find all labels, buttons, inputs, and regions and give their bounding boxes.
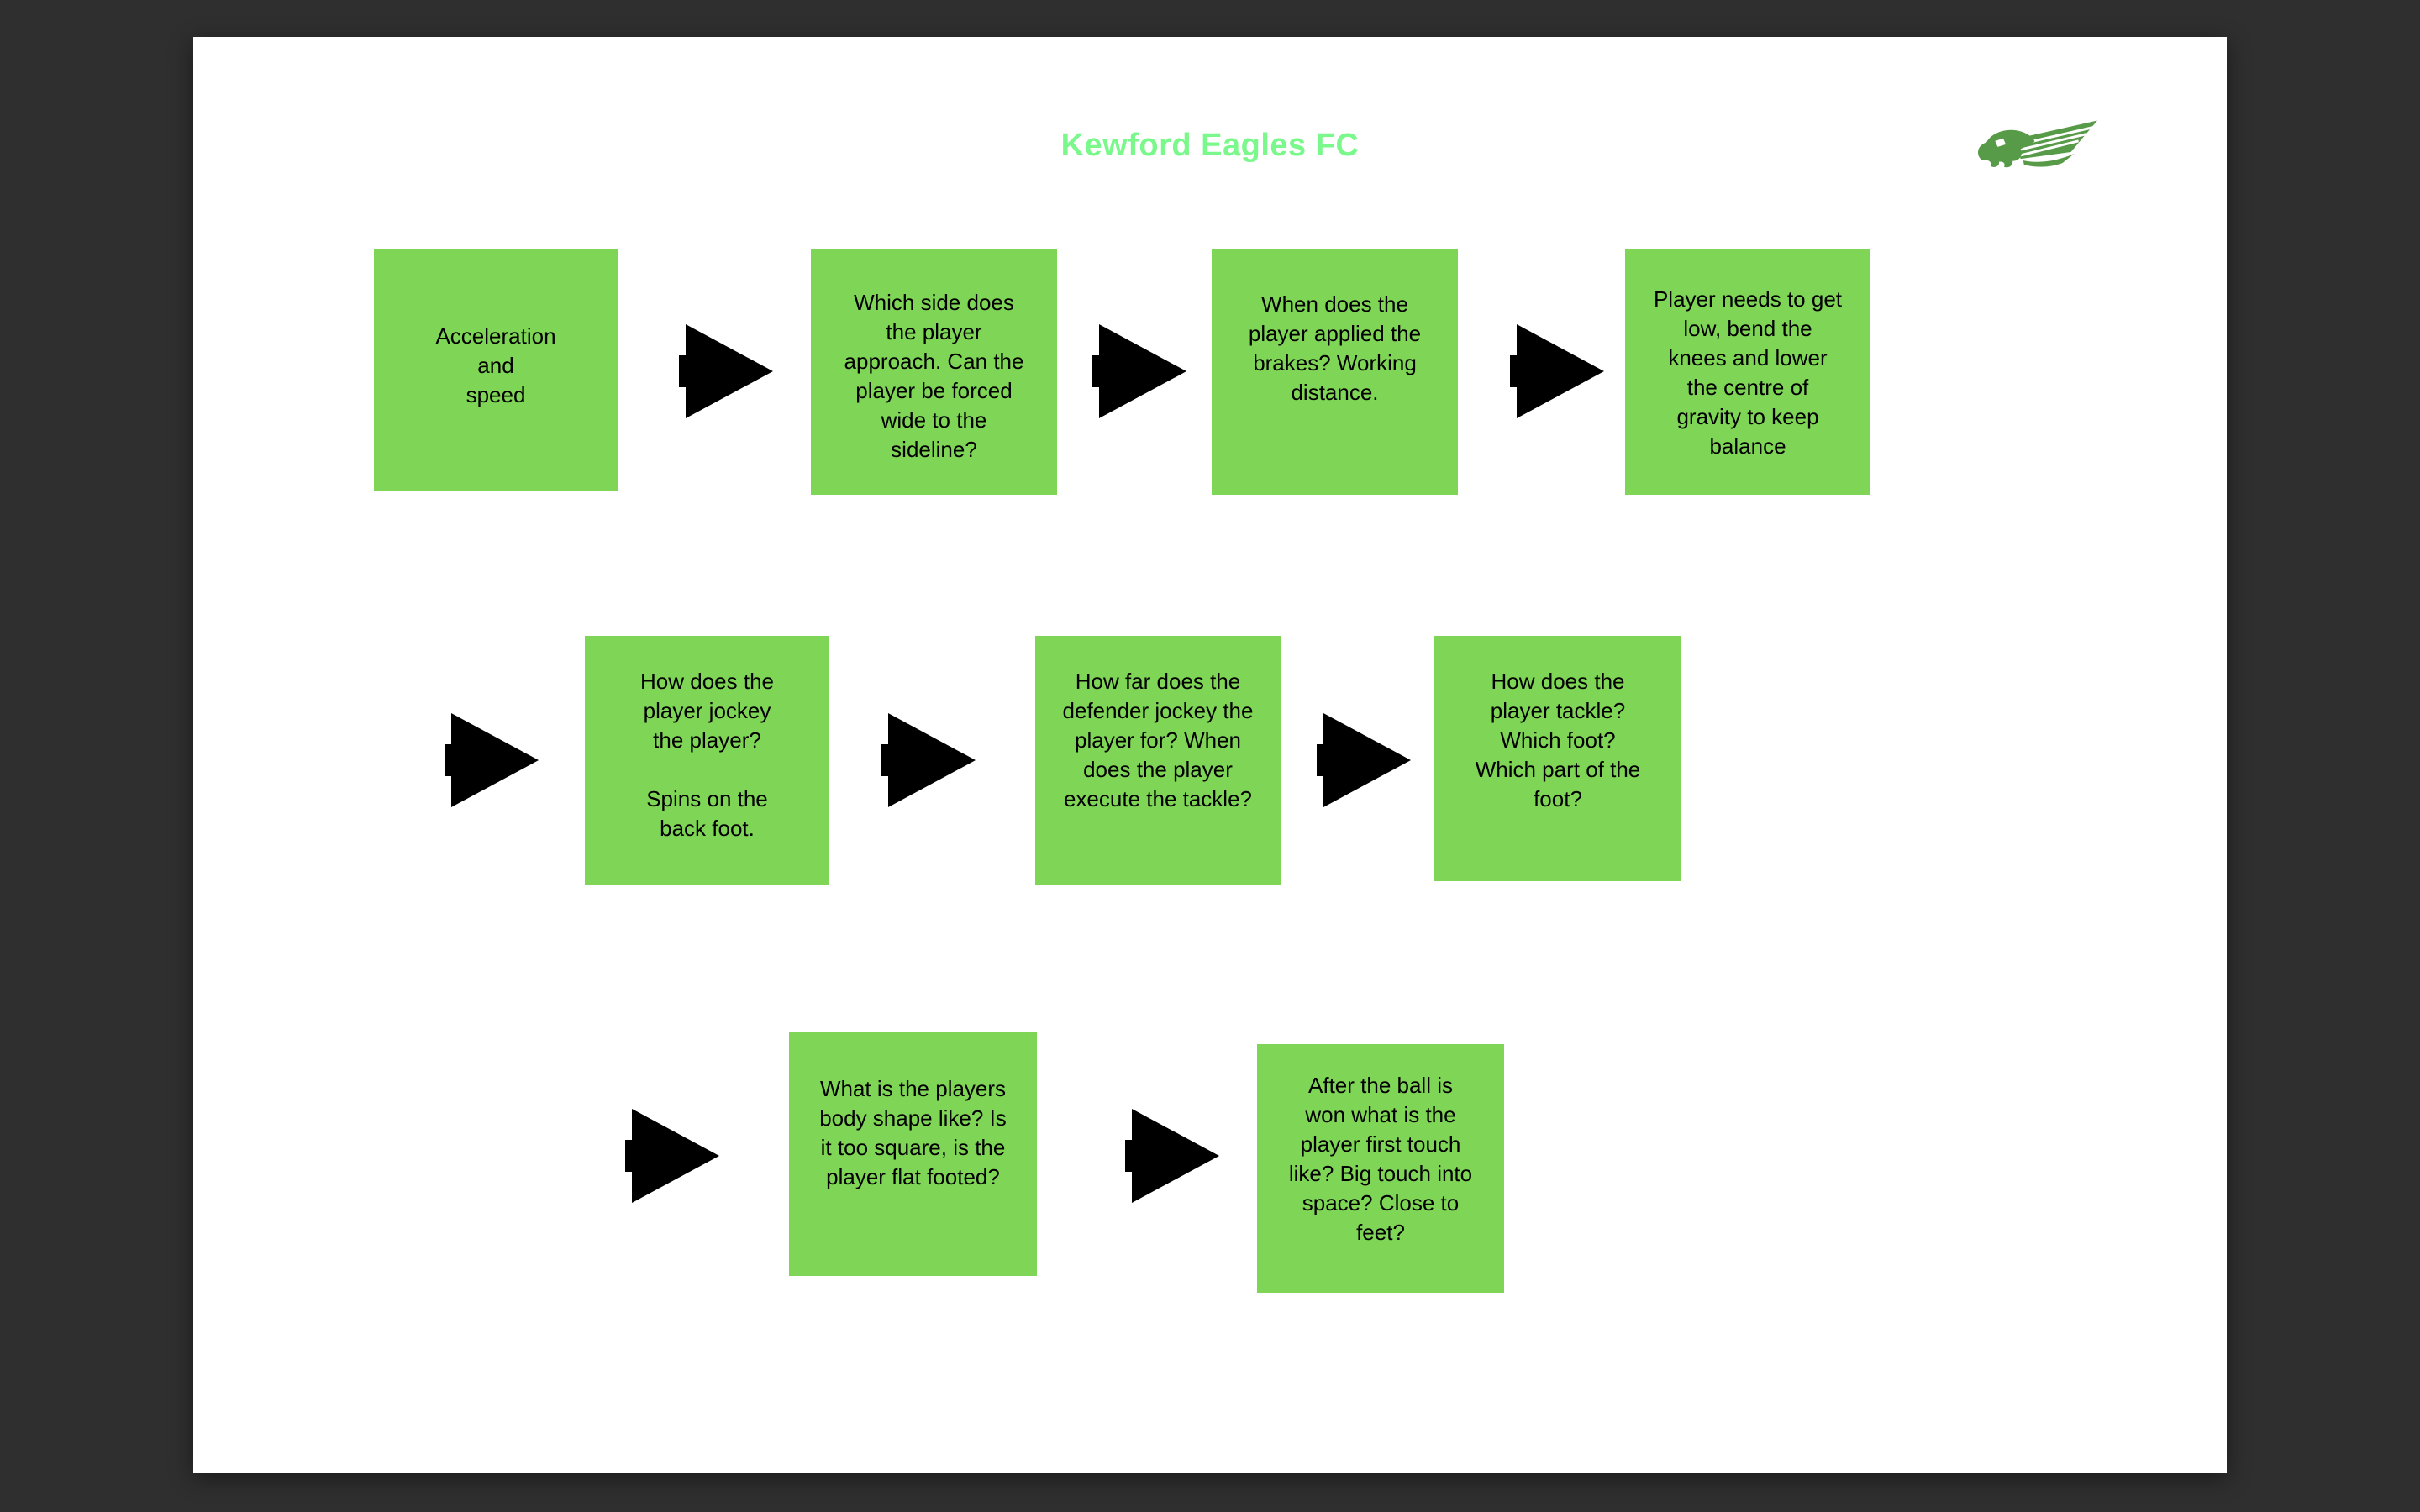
flow-box-jockey-player[interactable]: How does the player jockey the player? S… — [585, 636, 829, 885]
flow-arrow-icon[interactable] — [1317, 711, 1416, 809]
flow-arrow-icon[interactable] — [1510, 323, 1609, 420]
flow-box-which-side-approach[interactable]: Which side does the player approach. Can… — [811, 249, 1057, 495]
slide-canvas: Kewford Eagles FC Acceleration and speed… — [193, 37, 2227, 1473]
flow-arrow-icon[interactable] — [1125, 1107, 1224, 1205]
flow-box-first-touch[interactable]: After the ball is won what is the player… — [1257, 1044, 1504, 1293]
flow-arrow-icon[interactable] — [679, 323, 778, 420]
flow-box-how-tackle-which-foot[interactable]: How does the player tackle? Which foot? … — [1434, 636, 1681, 881]
flow-arrow-icon[interactable] — [881, 711, 981, 809]
flow-box-get-low-balance[interactable]: Player needs to get low, bend the knees … — [1625, 249, 1870, 495]
flow-box-body-shape[interactable]: What is the players body shape like? Is … — [789, 1032, 1037, 1276]
eagle-logo-icon — [1977, 120, 2097, 168]
flow-box-acceleration-speed[interactable]: Acceleration and speed — [374, 249, 618, 491]
page-title: Kewford Eagles FC — [1060, 128, 1360, 163]
flow-box-apply-brakes[interactable]: When does the player applied the brakes?… — [1212, 249, 1458, 495]
flow-arrow-icon[interactable] — [625, 1107, 724, 1205]
flow-box-jockey-distance-tackle[interactable]: How far does the defender jockey the pla… — [1035, 636, 1281, 885]
flow-arrow-icon[interactable] — [1092, 323, 1192, 420]
flow-arrow-icon[interactable] — [445, 711, 544, 809]
